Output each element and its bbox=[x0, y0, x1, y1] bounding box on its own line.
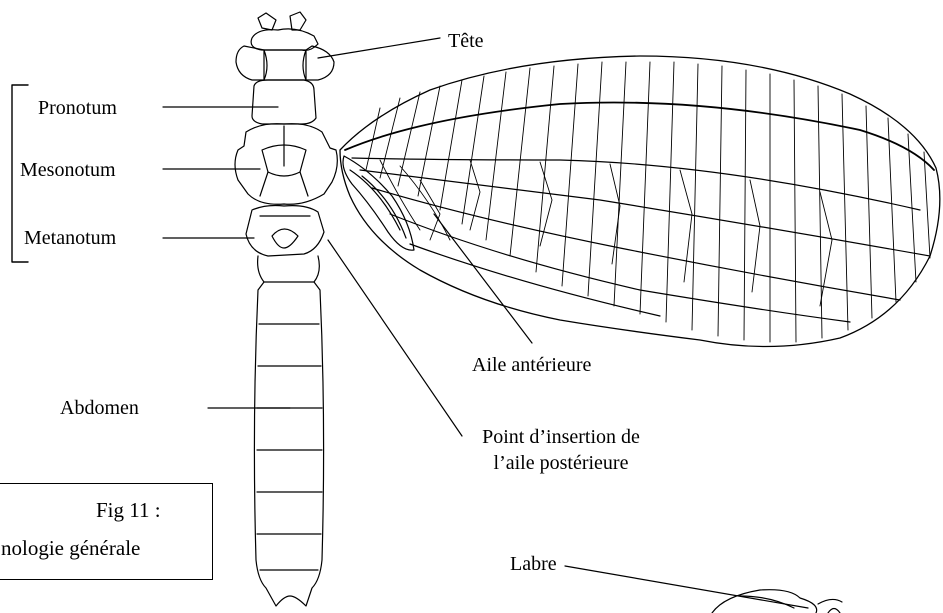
label-pronotum: Pronotum bbox=[38, 97, 117, 119]
label-mesonotum: Mesonotum bbox=[20, 159, 116, 181]
figure-caption-title: Fig 11 : bbox=[96, 498, 161, 522]
leader-tete bbox=[318, 38, 440, 58]
label-metanotum: Metanotum bbox=[24, 227, 116, 249]
label-point-insertion-line1: Point d’insertion de bbox=[464, 426, 658, 448]
label-abdomen: Abdomen bbox=[60, 397, 139, 419]
label-point-insertion-line2: l’aile postérieure bbox=[464, 452, 658, 474]
label-labre: Labre bbox=[510, 553, 557, 575]
abdomen-shape bbox=[254, 256, 323, 606]
pronotum-shape bbox=[252, 80, 316, 124]
leader-point-insertion bbox=[328, 240, 462, 436]
labre-shape bbox=[712, 590, 842, 613]
mesonotum-shape bbox=[235, 124, 337, 205]
figure-caption-subtitle: nologie générale bbox=[1, 536, 140, 560]
leader-labre bbox=[565, 566, 808, 608]
figure-caption-box: Fig 11 : nologie générale bbox=[0, 483, 213, 580]
label-aile-anterieure: Aile antérieure bbox=[472, 354, 591, 376]
metanotum-shape bbox=[246, 206, 324, 257]
label-tete: Tête bbox=[448, 30, 484, 52]
fore-wing bbox=[340, 56, 940, 347]
head bbox=[236, 12, 334, 80]
